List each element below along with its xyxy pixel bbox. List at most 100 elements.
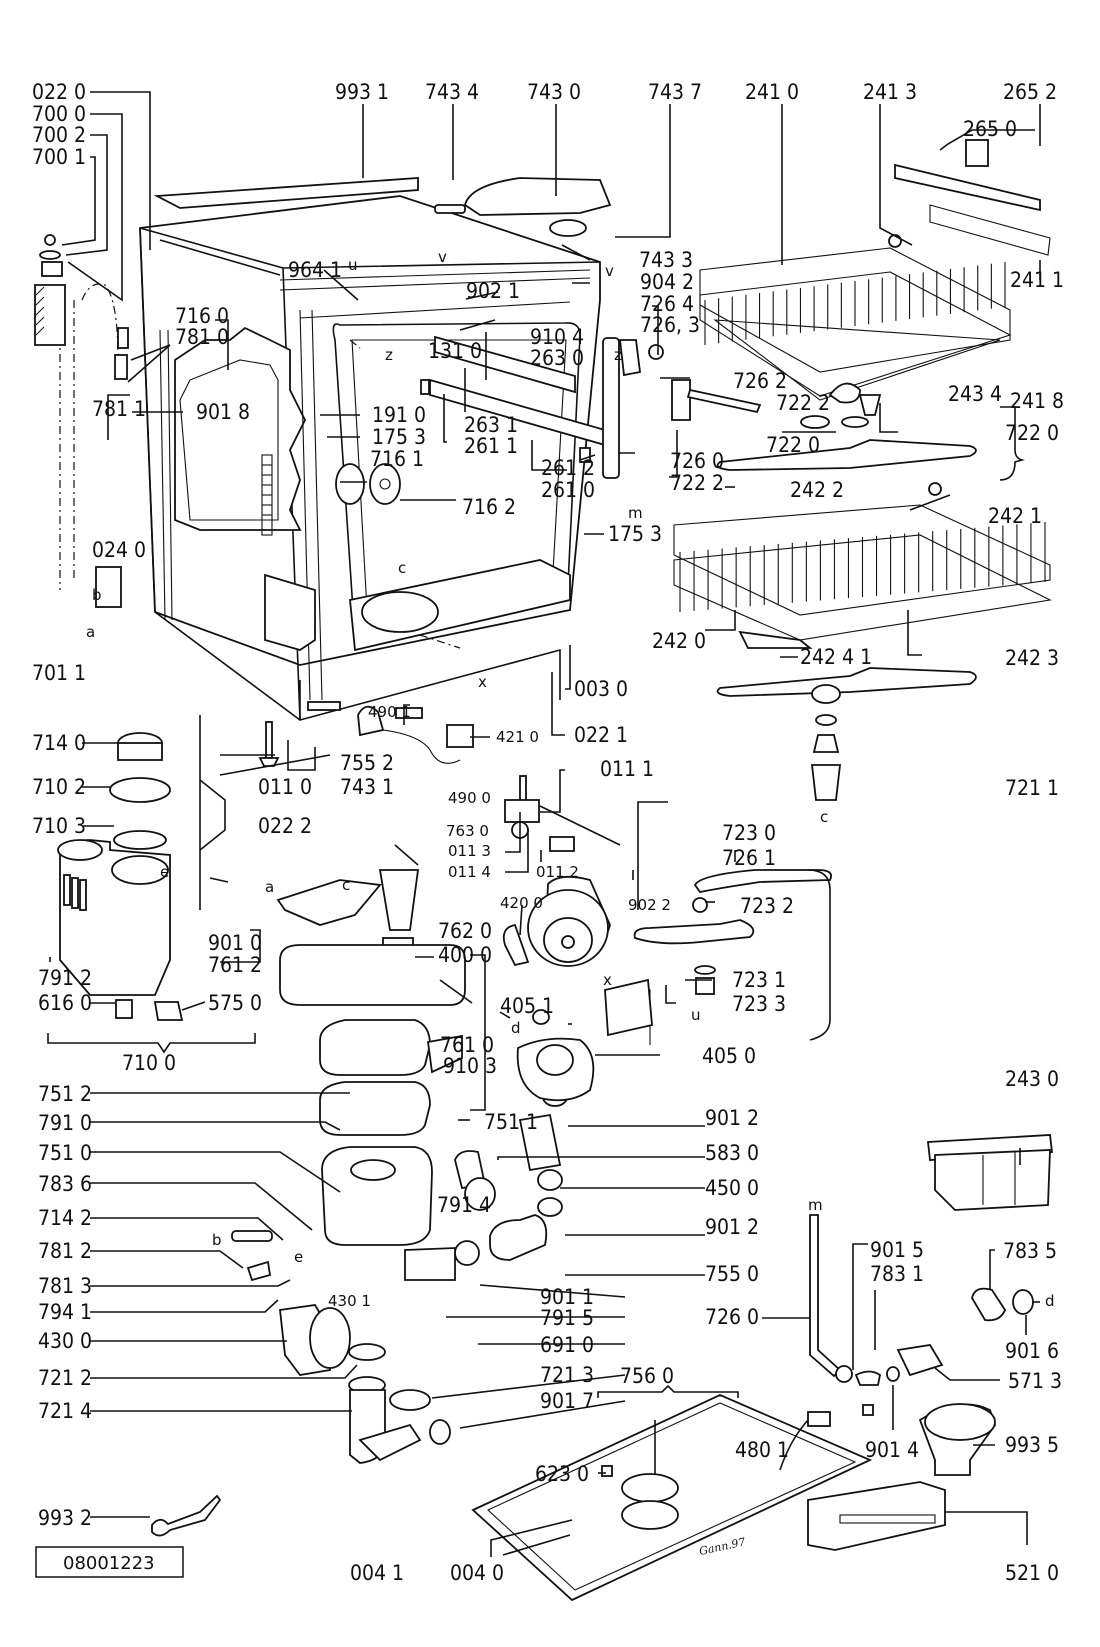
part-label-421-0: 421 0 (496, 728, 539, 746)
part-label-726-3: 726, 3 (640, 313, 700, 337)
part-label-405-1: 405 1 (500, 994, 554, 1018)
part-label-024-0: 024 0 (92, 538, 146, 562)
part-label-241-8: 241 8 (1010, 389, 1064, 413)
part-label-722-2a: 722 2 (776, 391, 830, 415)
part-label-003-0: 003 0 (574, 677, 628, 701)
part-label-721-2: 721 2 (38, 1366, 92, 1390)
leader-lines (49, 91, 1041, 1557)
part-label-722-2b: 722 2 (670, 471, 724, 495)
part-label-781-0: 781 0 (175, 325, 229, 349)
part-label-004-0: 004 0 (450, 1561, 504, 1585)
part-label-783-6: 783 6 (38, 1172, 92, 1196)
part-label-721-3: 721 3 (540, 1363, 594, 1387)
part-label-261-1: 261 1 (464, 434, 518, 458)
part-label-623-0: 623 0 (535, 1462, 589, 1486)
part-label-616-0: 616 0 (38, 991, 92, 1015)
part-label-420-0: 420 0 (500, 894, 543, 912)
ref-letter-a: a (86, 623, 95, 641)
part-label-242-4-1: 242 4 1 (800, 645, 872, 669)
part-label-022-1: 022 1 (574, 723, 628, 747)
part-label-722-0-right: 722 0 (1005, 421, 1059, 445)
part-label-910-4: 910 4 (530, 325, 584, 349)
part-label-022-2: 022 2 (258, 814, 312, 838)
part-label-901-2a: 901 2 (705, 1106, 759, 1130)
part-label-901-0: 901 0 (208, 931, 262, 955)
part-label-901-5: 901 5 (870, 1238, 924, 1262)
part-label-910-3: 910 3 (443, 1054, 497, 1078)
part-label-993-2: 993 2 (38, 1506, 92, 1530)
part-label-714-0: 714 0 (32, 731, 86, 755)
ref-letter-z: z (385, 346, 393, 364)
part-label-751-2: 751 2 (38, 1082, 92, 1106)
part-label-263-1: 263 1 (464, 413, 518, 437)
part-label-901-2b: 901 2 (705, 1215, 759, 1239)
reference-letters: u v v z z m c b a x c e a c x u d m b e … (86, 248, 1055, 1310)
rack-wires (679, 522, 1046, 612)
part-label-691-0: 691 0 (540, 1333, 594, 1357)
part-label-721-4: 721 4 (38, 1399, 92, 1423)
part-label-490-0: 490 0 (448, 789, 491, 807)
hatch-icon (35, 286, 45, 336)
part-label-723-2: 723 2 (740, 894, 794, 918)
drawing-code-text: 08001223 (63, 1553, 155, 1574)
part-label-480-1: 480 1 (735, 1438, 789, 1462)
upper-dish-rack-drawing (686, 139, 1051, 471)
part-label-761-0: 761 0 (440, 1033, 494, 1057)
part-label-004-1: 004 1 (350, 1561, 404, 1585)
part-label-763-0: 763 0 (446, 822, 489, 840)
part-label-265-2: 265 2 (1003, 80, 1057, 104)
part-label-583-0: 583 0 (705, 1141, 759, 1165)
part-label-783-5: 783 5 (1003, 1239, 1057, 1263)
spring-icon (261, 454, 273, 536)
inlet-valve-drawing (807, 1214, 1034, 1551)
part-label-261-2: 261 2 (541, 456, 595, 480)
part-label-243-0: 243 0 (1005, 1067, 1059, 1091)
inlet-parts (34, 234, 129, 608)
part-label-430-0: 430 0 (38, 1329, 92, 1353)
part-label-241-0: 241 0 (745, 80, 799, 104)
part-label-781-2: 781 2 (38, 1239, 92, 1263)
part-label-904-2: 904 2 (640, 270, 694, 294)
part-label-721-1: 721 1 (1005, 776, 1059, 800)
part-label-242-3: 242 3 (1005, 646, 1059, 670)
part-label-791-4: 791 4 (437, 1193, 491, 1217)
part-label-716-2: 716 2 (462, 495, 516, 519)
part-label-011-3: 011 3 (448, 842, 491, 860)
part-label-022-0: 022 0 (32, 80, 86, 104)
part-label-716-0: 716 0 (175, 304, 229, 328)
part-label-716-1: 716 1 (370, 447, 424, 471)
part-label-191-0: 191 0 (372, 403, 426, 427)
part-label-521-0: 521 0 (1005, 1561, 1059, 1585)
part-label-723-1: 723 1 (732, 968, 786, 992)
part-label-726-0a: 726 0 (670, 449, 724, 473)
part-label-902-2: 902 2 (628, 896, 671, 914)
ref-letter-x: x (603, 971, 612, 989)
ref-letter-b: b (92, 586, 102, 604)
ref-letter-e: e (160, 863, 169, 881)
part-label-243-4: 243 4 (948, 382, 1002, 406)
part-label-791-0: 791 0 (38, 1111, 92, 1135)
part-label-993-5: 993 5 (1005, 1433, 1059, 1457)
part-label-755-2: 755 2 (340, 751, 394, 775)
part-label-901-6: 901 6 (1005, 1339, 1059, 1363)
ref-letter-c: c (342, 876, 350, 894)
part-label-964-1: 964 1 (288, 258, 342, 282)
part-label-722-0: 722 0 (766, 433, 820, 457)
ref-letter-z: z (614, 346, 622, 364)
drawing-code: 08001223 (35, 1546, 184, 1578)
part-label-242-1: 242 1 (988, 504, 1042, 528)
ref-letter-v: v (438, 248, 447, 266)
part-label-723-0: 723 0 (722, 821, 776, 845)
part-label-011-0: 011 0 (258, 775, 312, 799)
part-label-701-1: 701 1 (32, 661, 86, 685)
part-label-781-1: 781 1 (92, 397, 146, 421)
part-label-761-2: 761 2 (208, 953, 262, 977)
part-label-575-0: 575 0 (208, 991, 262, 1015)
ref-letter-u: u (348, 256, 358, 274)
ref-letter-u: u (691, 1006, 701, 1024)
part-label-405-0: 405 0 (702, 1044, 756, 1068)
part-label-901-4: 901 4 (865, 1438, 919, 1462)
part-label-902-1: 902 1 (466, 279, 520, 303)
part-label-430-1: 430 1 (328, 1292, 371, 1310)
